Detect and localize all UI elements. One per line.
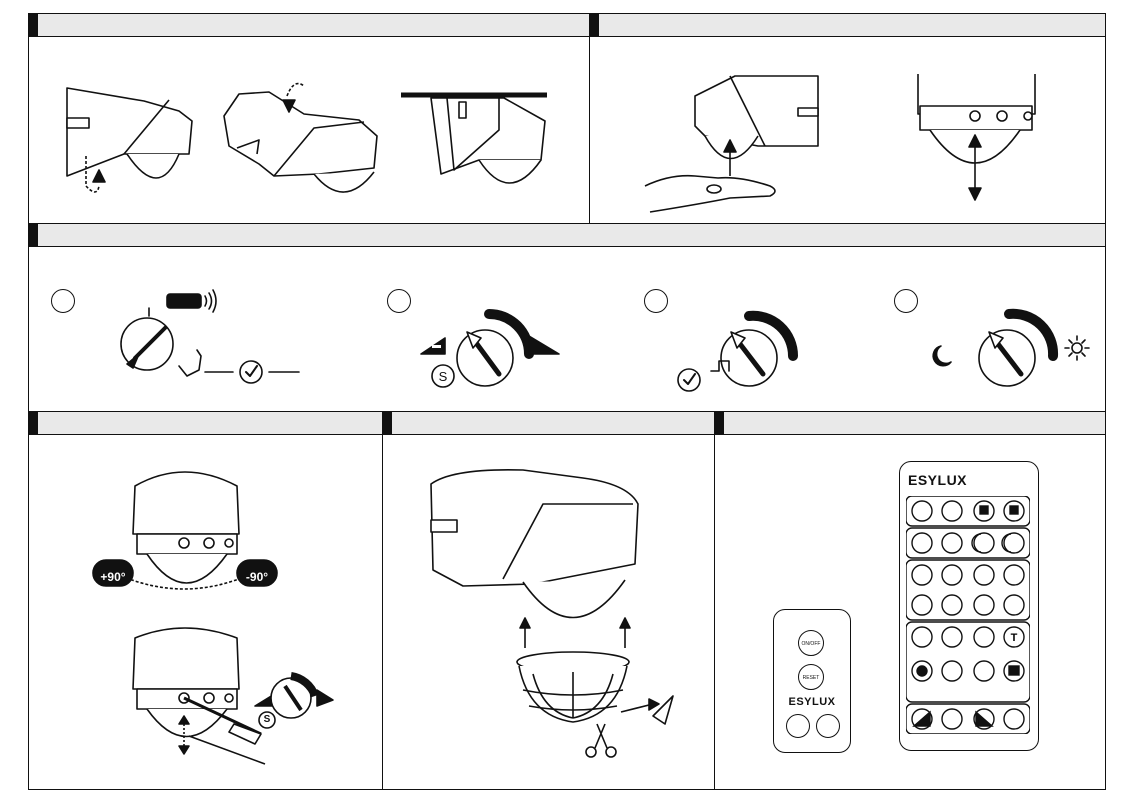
- panel-header: [29, 14, 590, 37]
- panel-header: [590, 14, 1105, 37]
- panel-settings: S: [28, 223, 1106, 413]
- remote-buttons: T: [906, 496, 1030, 734]
- sensitivity-symbol: S: [439, 369, 448, 384]
- rotation-illustrations: [29, 434, 383, 789]
- panel-masking: [382, 411, 716, 790]
- panel-header: [715, 412, 1105, 435]
- reset-button[interactable]: RESET: [798, 664, 824, 690]
- large-remote-brand: ESYLUX: [908, 472, 967, 488]
- reset-button-label: RESET: [803, 675, 820, 681]
- panel-mounting: [28, 13, 591, 224]
- settings-illustrations: S: [29, 246, 1105, 412]
- panel-header: [383, 412, 715, 435]
- panel-header: [29, 224, 1105, 247]
- timer-mode-symbol: T: [1011, 632, 1018, 644]
- panel-remotes: ON/OFF RESET ESYLUX ESYLUX: [714, 411, 1106, 790]
- large-remote: ESYLUX: [899, 461, 1039, 751]
- mounting-illustrations: [29, 36, 589, 222]
- rotation-right-label: -90°: [237, 564, 277, 590]
- onoff-button-label: ON/OFF: [802, 641, 821, 647]
- walktest-illustrations: [590, 36, 1105, 222]
- panel-rotation: +90° -90° S: [28, 411, 384, 790]
- onoff-button[interactable]: ON/OFF: [798, 630, 824, 656]
- test-off-button[interactable]: [816, 714, 840, 738]
- rotation-left-label: +90°: [93, 564, 133, 590]
- panel-header: [29, 412, 383, 435]
- small-remote-brand: ESYLUX: [774, 696, 850, 708]
- sensitivity-symbol: S: [259, 712, 275, 728]
- test-eye-button[interactable]: [786, 714, 810, 738]
- panel-walktest: [589, 13, 1106, 224]
- small-remote: ON/OFF RESET ESYLUX: [773, 609, 851, 753]
- masking-illustrations: [383, 434, 715, 789]
- remote-button-grid: T: [906, 496, 1030, 739]
